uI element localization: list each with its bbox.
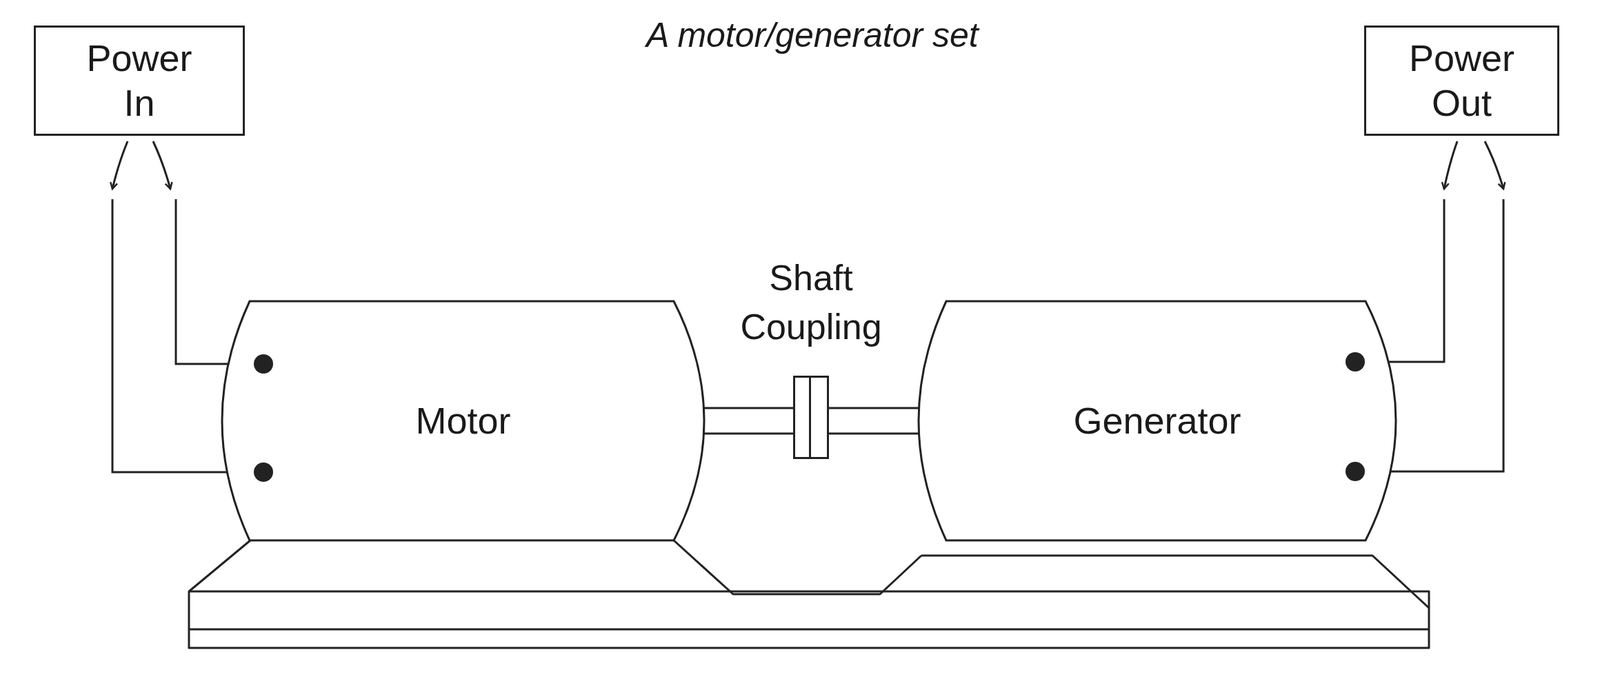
terminal: [1345, 462, 1365, 482]
node-label: Motor: [415, 396, 511, 446]
machine-housing: [918, 301, 1396, 541]
power-arrow: [1484, 141, 1504, 189]
node-label: Power In: [86, 35, 192, 126]
power-in-box: Power In: [33, 25, 245, 136]
shaft: [704, 407, 794, 410]
motor-foot: [188, 540, 251, 592]
coupling-body: [793, 375, 829, 460]
shaft: [828, 407, 919, 410]
base-saddle: [673, 540, 922, 595]
power-arrow: [153, 141, 171, 189]
generator-body: Generator: [918, 301, 1396, 541]
generator-foot: [921, 555, 1429, 609]
machine-housing: [222, 301, 705, 541]
base-edge: [188, 628, 1429, 632]
motor-body: Motor: [222, 301, 705, 541]
connector: [704, 408, 794, 434]
terminal: [253, 354, 274, 374]
diagram-title: A motor/generator set: [646, 15, 979, 56]
power-arrow: [1444, 141, 1458, 189]
power-arrow: [112, 141, 128, 189]
base-platform: [188, 591, 1429, 649]
node-label: Power Out: [1408, 35, 1515, 126]
terminal: [253, 462, 274, 483]
shaft: [828, 433, 919, 436]
node-label: Shaft Coupling: [740, 253, 882, 352]
coupling-split: [808, 377, 812, 458]
connector: [828, 408, 919, 434]
power-out-box: Power Out: [1364, 25, 1560, 136]
shaft-coupling: Shaft Coupling: [736, 253, 886, 460]
shaft: [704, 433, 794, 436]
node-label: Generator: [1073, 396, 1241, 446]
terminal: [1345, 352, 1365, 372]
